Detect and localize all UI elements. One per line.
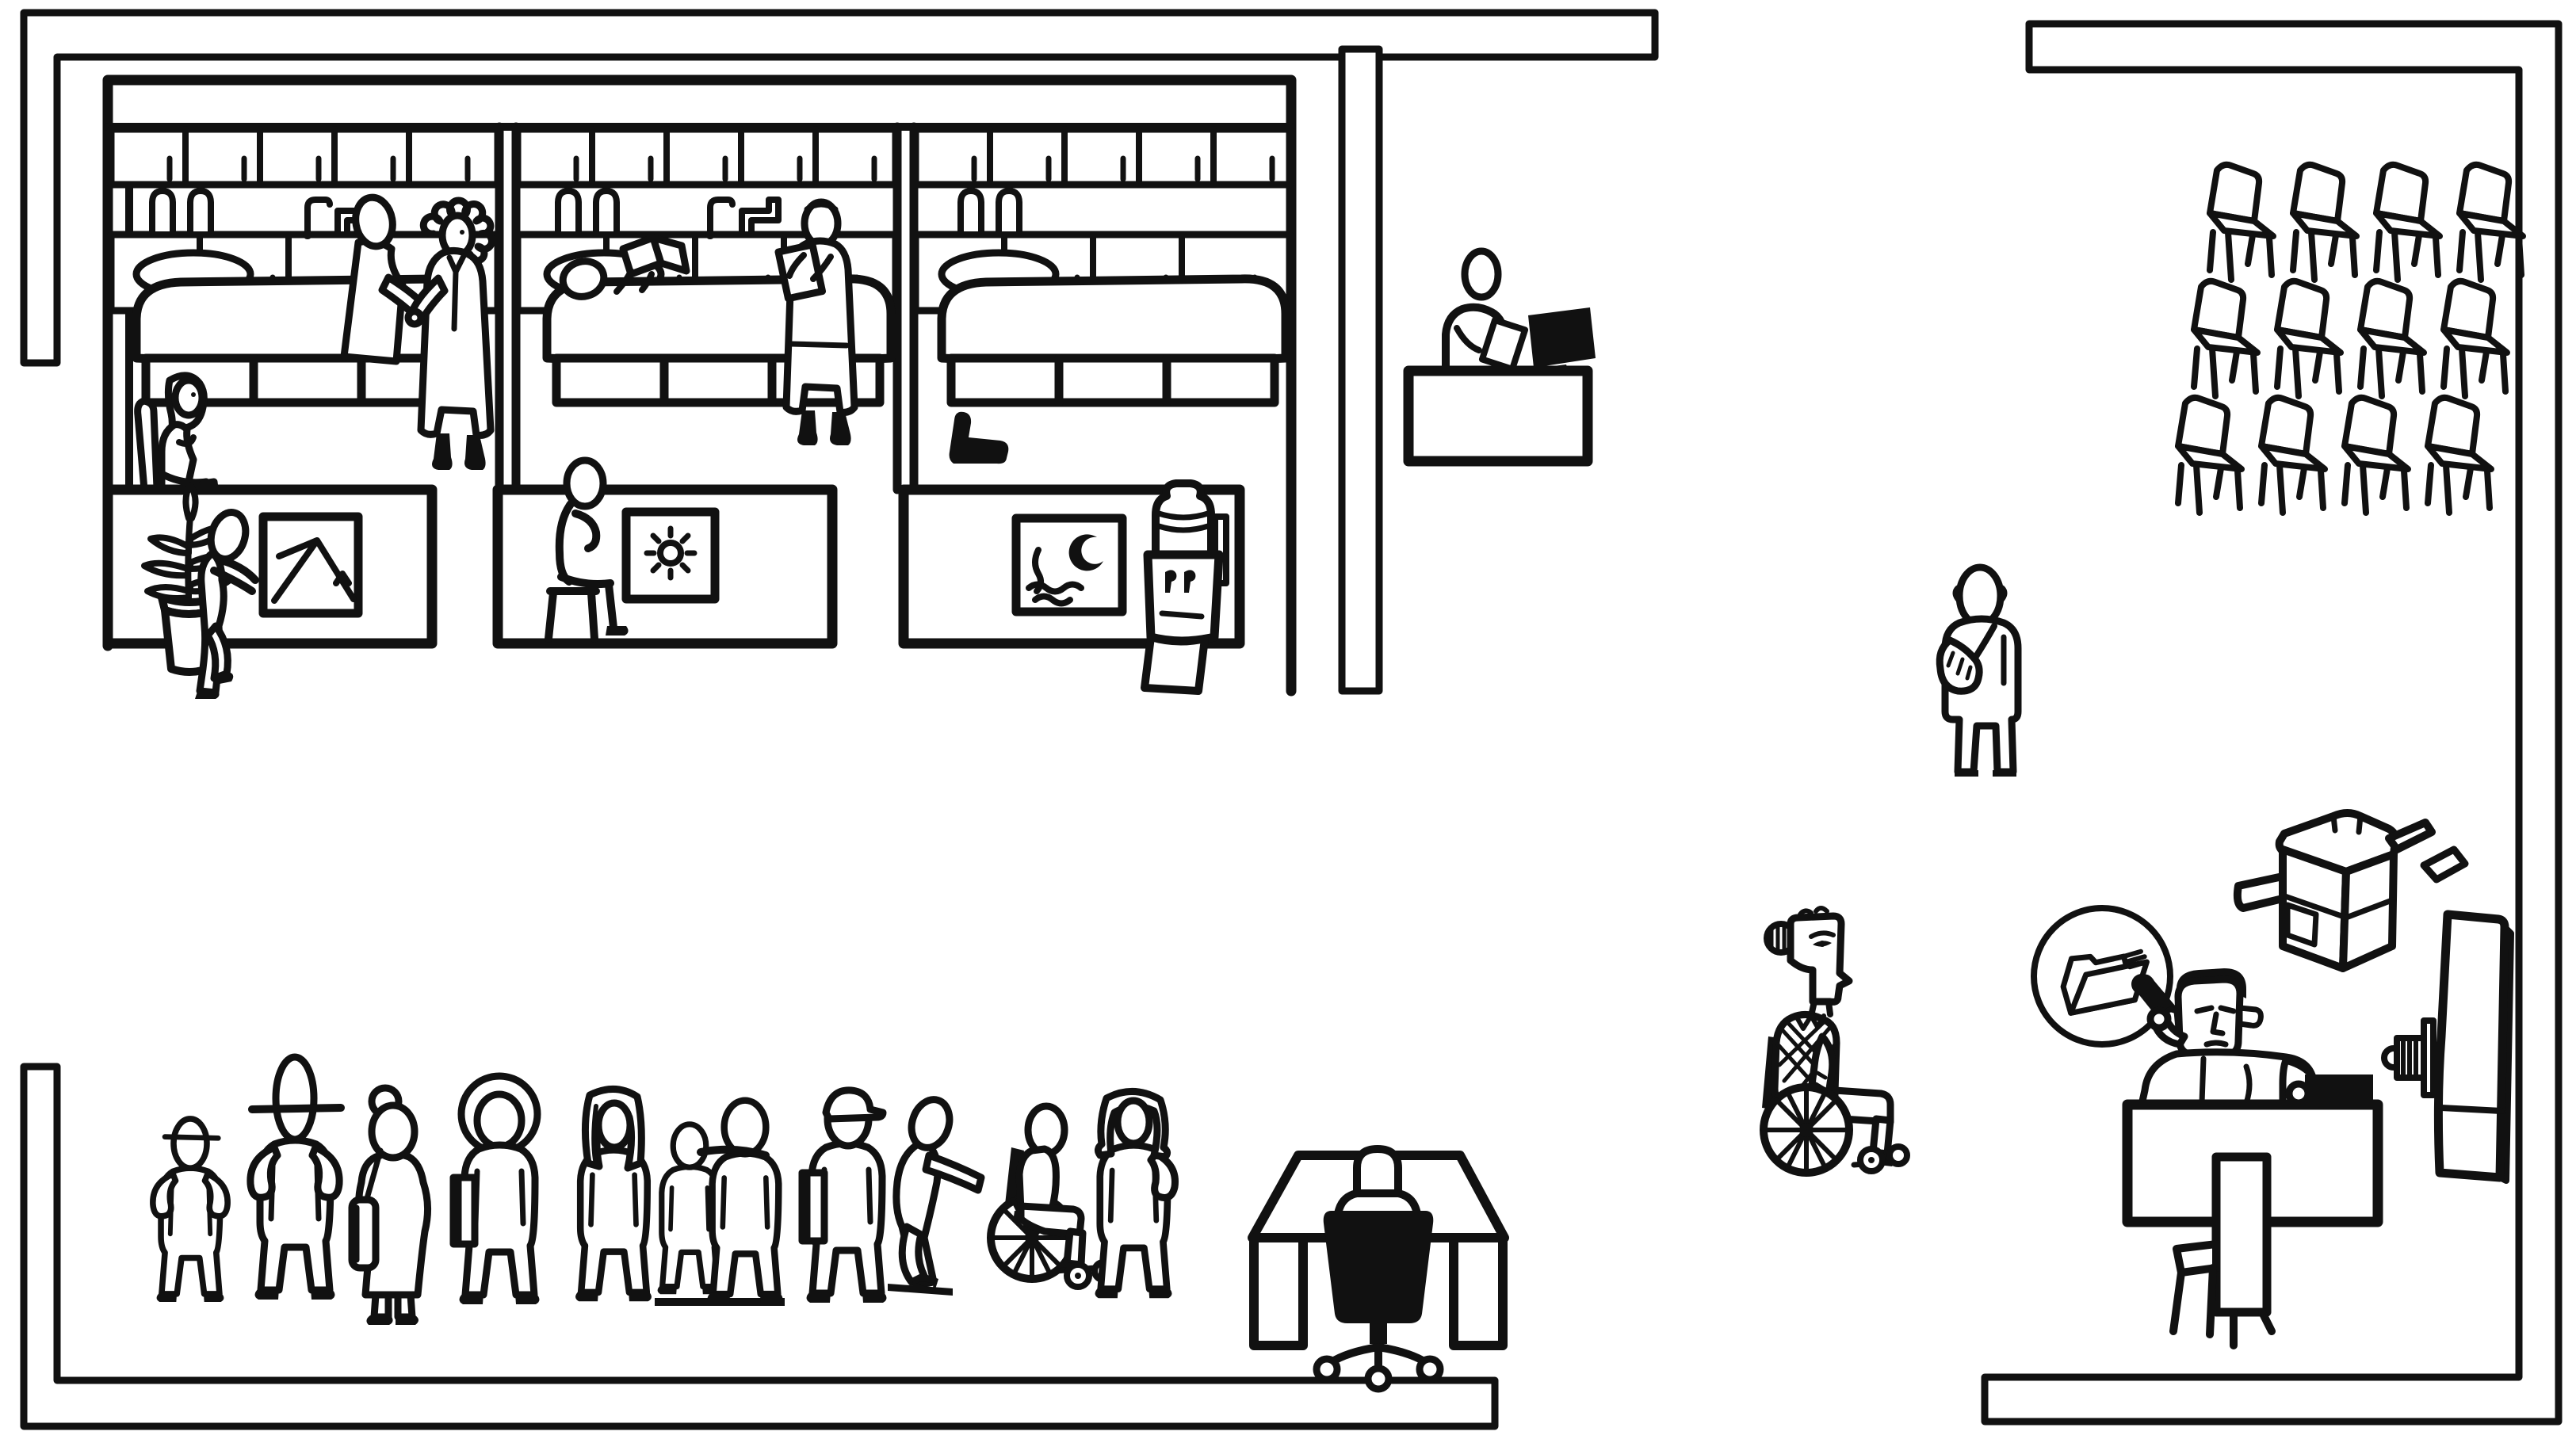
doctor-boots [797, 410, 851, 445]
waiting-chair [2261, 398, 2325, 513]
outer-wall-top-left [20, 9, 1659, 367]
wheelchair-patient [1760, 906, 1910, 1177]
patient-reading-in-bed [559, 234, 690, 300]
queue-afro [453, 1076, 540, 1304]
queue-figure [153, 1119, 227, 1302]
queue-figure [453, 1076, 540, 1304]
queue-hattall [250, 1057, 341, 1300]
outer-wall-bottom-left [20, 1063, 1499, 1430]
ticket-kiosk [2381, 910, 2514, 1184]
paper-tray [2233, 872, 2287, 912]
seated-visitor [545, 456, 629, 643]
reception [1403, 247, 1596, 467]
cabinet-row [912, 125, 1294, 189]
bay-dividers [495, 122, 919, 494]
queue-figure [655, 1101, 785, 1306]
queue-longhair [575, 1089, 652, 1301]
crescent-moon [1068, 534, 1103, 571]
queue-baglady [352, 1088, 428, 1325]
receptionist-head [1461, 247, 1502, 301]
sun-picture [621, 507, 720, 604]
office-desk [1248, 1145, 1509, 1393]
doctor-with-clipboard [774, 198, 858, 445]
flying-paper [2420, 845, 2469, 884]
queue-pair [655, 1101, 785, 1306]
queue-figure [1095, 1091, 1175, 1298]
queue-figure [352, 1088, 428, 1325]
doctor-boots [432, 433, 486, 470]
waiting-chair [2210, 165, 2273, 280]
visitor-chair [2169, 1152, 2276, 1349]
black-chair-silhouette [949, 411, 1009, 464]
folder-icon [2060, 949, 2150, 1016]
waiting-chair [2178, 398, 2242, 513]
queue-bob [1095, 1091, 1175, 1298]
office-chair-back [1323, 1211, 1434, 1323]
waiting-chair [2376, 165, 2440, 280]
shelf-bottle [596, 191, 617, 235]
folder-badge [2031, 905, 2173, 1048]
queue-figure [250, 1057, 341, 1300]
waiting-chair [2277, 281, 2341, 396]
waiting-chair [2293, 165, 2356, 280]
queue-figure [575, 1089, 652, 1301]
reception-desk [1403, 365, 1593, 467]
waiting-chair [2459, 165, 2523, 280]
shelf-bottle [190, 191, 211, 235]
waiting-chair [2428, 398, 2491, 513]
staff-phone-desk [2122, 968, 2383, 1349]
waiting-chair [2345, 398, 2408, 513]
waiting-chair [2444, 281, 2507, 396]
curly-hair [419, 197, 495, 265]
corridor-wall [1338, 45, 1383, 695]
shelf-bottle [961, 191, 981, 235]
shelf-bottle [999, 191, 1019, 235]
stylized-head [1787, 912, 1853, 1006]
waiting-chair [2194, 281, 2257, 396]
monitor [1528, 307, 1596, 368]
patient-with-arm-sling [1936, 563, 2022, 777]
outer-wall-right-room [1981, 20, 2563, 1426]
paper-sheet [1478, 316, 1529, 372]
shelf-bottle [558, 191, 579, 235]
cooler-taps [1165, 570, 1196, 593]
water-cooler [1141, 479, 1229, 695]
doctor-curly-hair [404, 197, 495, 470]
shelf-tap [742, 200, 778, 235]
patient-queue [153, 1057, 1175, 1325]
person-straightening-picture [195, 509, 259, 699]
stool [545, 587, 600, 643]
mountain-picture [258, 512, 363, 618]
queue-figure [802, 1090, 887, 1303]
open-book [619, 234, 690, 278]
walls [20, 9, 2563, 1430]
moon-over-water-picture [1011, 513, 1127, 616]
queue-capfolder [802, 1090, 887, 1303]
queue-figure [888, 1094, 1112, 1296]
ward-border [102, 74, 1297, 697]
output-flap [2385, 819, 2436, 853]
telephone-base [2305, 1074, 2373, 1105]
queue-wheelgroup [888, 1094, 1112, 1296]
visitor-chair [134, 397, 161, 494]
clipboard [774, 241, 827, 303]
photocopier [2233, 809, 2469, 972]
shelf-bottle [152, 191, 173, 235]
ward [102, 74, 1297, 699]
waiting-chair [2360, 281, 2424, 396]
queue-capshort [153, 1119, 227, 1302]
waiting-chairs [2178, 165, 2523, 513]
